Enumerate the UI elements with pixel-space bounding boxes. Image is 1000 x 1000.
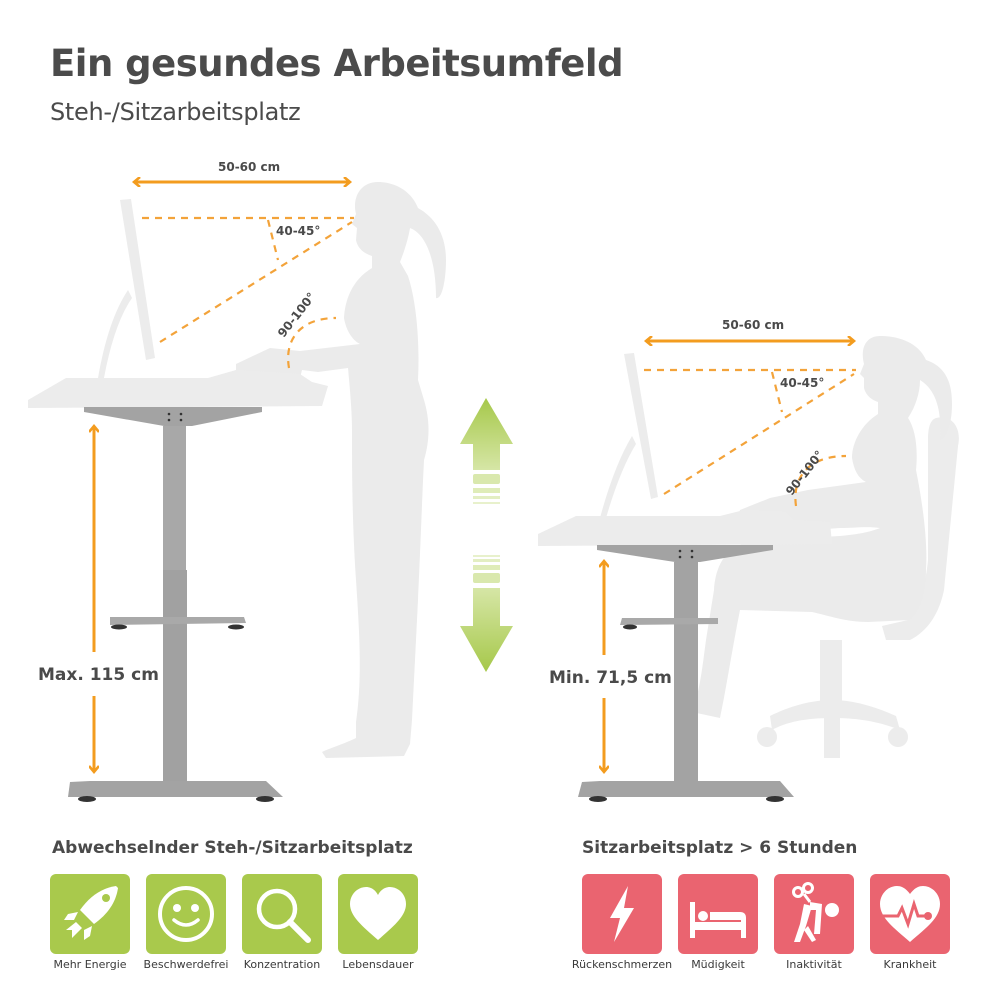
- magnifier-icon: [256, 888, 311, 943]
- office-chair-silhouette: [757, 417, 959, 758]
- benefit-tile-lifespan: [338, 874, 418, 954]
- monitor-icon: [600, 353, 658, 518]
- lightning-icon: [610, 886, 634, 942]
- page-title: Ein gesundes Arbeitsumfeld: [50, 42, 624, 85]
- benefits-title: Abwechselnder Steh-/Sitzarbeitsplatz: [52, 838, 413, 858]
- benefit-tile-complaint-free: [146, 874, 226, 954]
- sitting-view-angle-label: 40-45°: [780, 376, 825, 390]
- desk-frame: [578, 545, 794, 802]
- min-height-label: Min. 71,5 cm: [549, 668, 672, 688]
- risk-label: Krankheit: [883, 958, 937, 971]
- benefit-label: Lebensdauer: [342, 958, 414, 971]
- desk-top: [28, 370, 328, 408]
- sitting-distance-label: 50-60 cm: [722, 318, 785, 332]
- bed-icon: [690, 902, 746, 938]
- risk-label: Müdigkeit: [691, 958, 745, 971]
- risk-label: Rückenschmerzen: [571, 958, 673, 971]
- benefit-label: Mehr Energie: [53, 958, 127, 971]
- benefit-label: Beschwerdefrei: [143, 958, 229, 971]
- heart-icon: [350, 887, 406, 940]
- sight-lines: [644, 368, 856, 495]
- risk-tile-fatigue: [678, 874, 758, 954]
- standing-view-angle-label: 40-45°: [276, 224, 321, 238]
- standing-person-silhouette: [236, 182, 446, 758]
- heartbeat-icon: [880, 886, 940, 942]
- page-subtitle: Steh-/Sitzarbeitsplatz: [50, 98, 301, 126]
- desk-frame: [68, 407, 283, 802]
- rocket-icon: [64, 886, 118, 940]
- windup-figure-icon: [792, 882, 839, 942]
- risks-title: Sitzarbeitsplatz > 6 Stunden: [582, 838, 858, 858]
- risk-tile-inactivity: [774, 874, 854, 954]
- standing-workstation: [28, 182, 446, 802]
- desk-top: [538, 510, 832, 546]
- arm-angle-arc: [287, 316, 337, 369]
- risk-tile-back-pain: [582, 874, 662, 954]
- risk-label: Inaktivität: [786, 958, 842, 971]
- arm-angle-arc: [794, 454, 847, 507]
- benefit-tile-energy: [50, 874, 130, 954]
- monitor-icon: [98, 199, 155, 378]
- standing-distance-label: 50-60 cm: [218, 160, 281, 174]
- up-down-arrow-icon: [460, 398, 513, 672]
- risk-tile-illness: [870, 874, 950, 954]
- benefit-label: Konzentration: [243, 958, 321, 971]
- benefit-tile-concentration: [242, 874, 322, 954]
- max-height-label: Max. 115 cm: [38, 665, 159, 685]
- sight-lines: [142, 216, 354, 343]
- sitting-workstation: [538, 336, 959, 802]
- smiley-icon: [158, 886, 214, 942]
